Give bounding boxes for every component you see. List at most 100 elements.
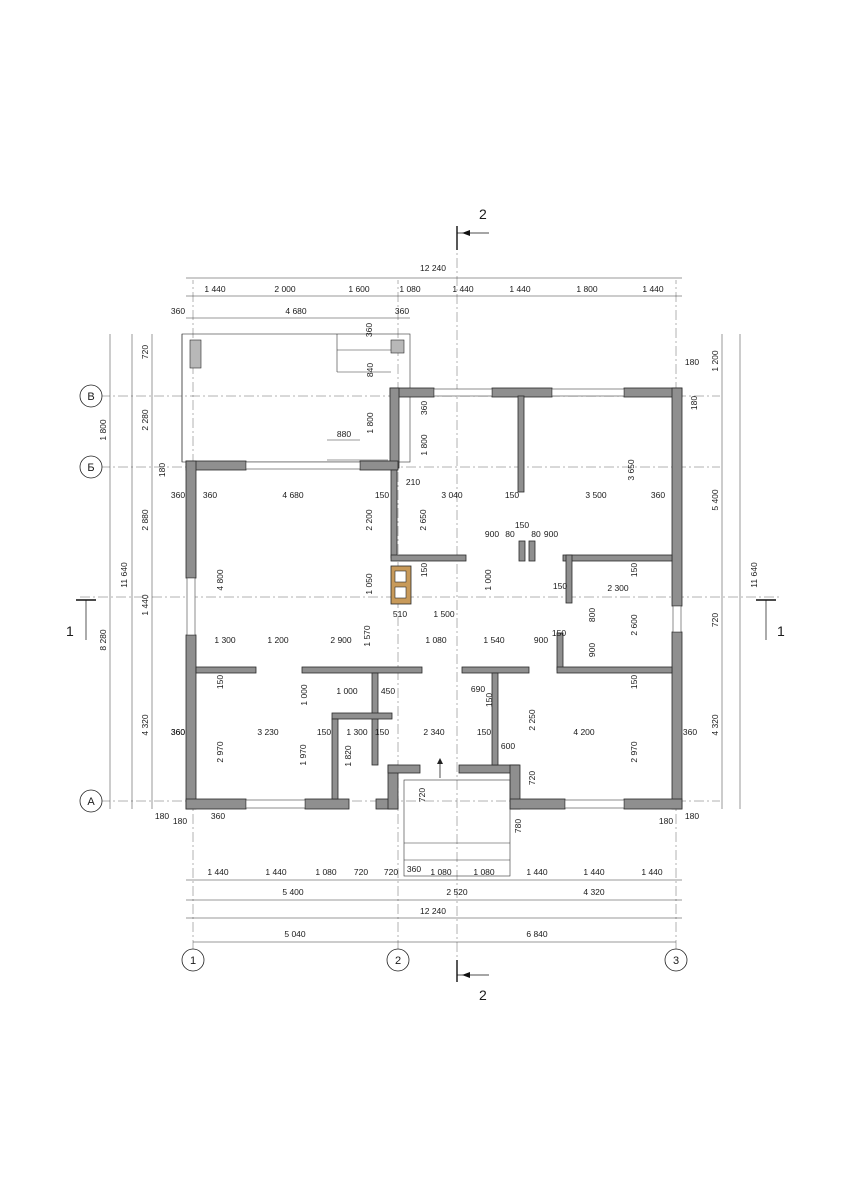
- dim-text: 150: [375, 727, 389, 737]
- dim-text: 1 800: [419, 434, 429, 456]
- dim-top-overall: 12 240: [420, 263, 446, 273]
- dim-text: 210: [406, 477, 420, 487]
- dim-text: 1 440: [641, 867, 663, 877]
- dim-text: 900: [485, 529, 499, 539]
- dim-text: 2 000: [274, 284, 296, 294]
- dim-text: 150: [419, 563, 429, 577]
- terrace-column-right: [390, 339, 405, 354]
- dim-text: 2 200: [364, 509, 374, 531]
- section-label-right: 1: [777, 623, 785, 639]
- dim-text: 1 600: [348, 284, 370, 294]
- dim-text: 3 040: [441, 490, 463, 500]
- dim-text: 2 880: [140, 509, 150, 531]
- axis-bubbles: 1 2 3 В Б А: [79, 384, 688, 972]
- axis-bubble-2: 2: [395, 955, 401, 967]
- dim-text: 1 080: [430, 867, 452, 877]
- left-dimensions: 1 800 11 640 8 280 720 2 280 180 2 880 1…: [98, 345, 185, 737]
- dim-text: 3 650: [626, 459, 636, 481]
- dim-text: 1 000: [483, 569, 493, 591]
- dim-text: 1 440: [207, 867, 229, 877]
- dim-text: 4 320: [583, 887, 605, 897]
- dim-text: 2 280: [140, 409, 150, 431]
- dim-text: 150: [375, 490, 389, 500]
- axis-bubble-3: 3: [673, 955, 679, 967]
- top-dimensions: 12 240 1 440 2 000 1 600 1 080 1 440 1 4…: [171, 263, 664, 316]
- dim-text: 3 230: [257, 727, 279, 737]
- dim-text: 1 800: [576, 284, 598, 294]
- dim-text: 2 900: [330, 635, 352, 645]
- dim-text: 1 300: [346, 727, 368, 737]
- dim-text: 150: [505, 490, 519, 500]
- axis-bubble-v: В: [87, 391, 94, 403]
- windows: [186, 388, 682, 809]
- dim-text: 2 340: [423, 727, 445, 737]
- section-mark-bottom: 2: [456, 960, 489, 1003]
- dim-text: 360: [395, 306, 409, 316]
- section-mark-right: 1: [756, 599, 785, 640]
- dim-text: 180: [685, 357, 699, 367]
- dim-text: 1 800: [365, 412, 375, 434]
- dim-text: 2 970: [629, 741, 639, 763]
- terrace: [181, 333, 411, 463]
- dim-text: 180: [157, 463, 167, 477]
- dim-text: 1 440: [526, 867, 548, 877]
- dim-text: 80: [531, 529, 541, 539]
- dim-text: 780: [513, 819, 523, 833]
- dim-text: 2 250: [527, 709, 537, 731]
- dim-text: 3 500: [585, 490, 607, 500]
- dim-text: 1 000: [299, 684, 309, 706]
- dim-text: 360: [171, 727, 185, 737]
- dim-text: 720: [384, 867, 398, 877]
- dim-text: 360: [171, 306, 185, 316]
- dim-text: 2 300: [607, 583, 629, 593]
- dim-text: 4 800: [215, 569, 225, 591]
- dim-text: 8 280: [98, 629, 108, 651]
- section-label-left: 1: [66, 623, 74, 639]
- dim-text: 150: [552, 628, 566, 638]
- dim-text: 1 440: [642, 284, 664, 294]
- dim-text: 1 200: [710, 350, 720, 372]
- dim-text: 2 650: [418, 509, 428, 531]
- dim-text: 180: [659, 816, 673, 826]
- dim-text: 1 080: [399, 284, 421, 294]
- dim-text: 720: [710, 613, 720, 627]
- section-mark-left: 1: [66, 599, 96, 640]
- dim-text: 900: [544, 529, 558, 539]
- dim-text: 1 200: [267, 635, 289, 645]
- dim-text: 1 570: [362, 625, 372, 647]
- dim-text: 1 500: [433, 609, 455, 619]
- dim-text: 6 840: [526, 929, 548, 939]
- dim-text: 5 040: [284, 929, 306, 939]
- dim-text: 180: [155, 811, 169, 821]
- interior-dimensions: 360 840 360 1 800 880 1 800 210 4 680 15…: [171, 323, 697, 833]
- dim-text: 360: [419, 401, 429, 415]
- dim-text: 1 050: [364, 573, 374, 595]
- dim-text: 600: [501, 741, 515, 751]
- dim-text: 150: [317, 727, 331, 737]
- dim-text: 1 820: [343, 745, 353, 767]
- dim-text: 1 300: [214, 635, 236, 645]
- section-mark-top: 2: [456, 206, 489, 250]
- dim-text: 1 080: [473, 867, 495, 877]
- dim-text: 150: [215, 675, 225, 689]
- dim-text: 450: [381, 686, 395, 696]
- dim-text: 1 440: [204, 284, 226, 294]
- dim-text: 1 440: [140, 594, 150, 616]
- dim-text: 180: [689, 396, 699, 410]
- dim-text: 1 800: [98, 419, 108, 441]
- dim-text: 360: [364, 323, 374, 337]
- dim-text: 900: [587, 643, 597, 657]
- dim-text: 360: [203, 490, 217, 500]
- dim-text: 360: [171, 490, 185, 500]
- dim-text: 510: [393, 609, 407, 619]
- dim-text: 360: [683, 727, 697, 737]
- exterior-walls: [185, 387, 683, 810]
- dim-text: 150: [484, 693, 494, 707]
- dim-text: 720: [140, 345, 150, 359]
- dim-text: 1 440: [509, 284, 531, 294]
- section-label-top: 2: [479, 206, 487, 222]
- right-dimensions: 11 640 1 200 5 400 720 4 320 180 180: [685, 350, 759, 736]
- dim-text: 880: [337, 429, 351, 439]
- axis-bubble-b: Б: [87, 462, 94, 474]
